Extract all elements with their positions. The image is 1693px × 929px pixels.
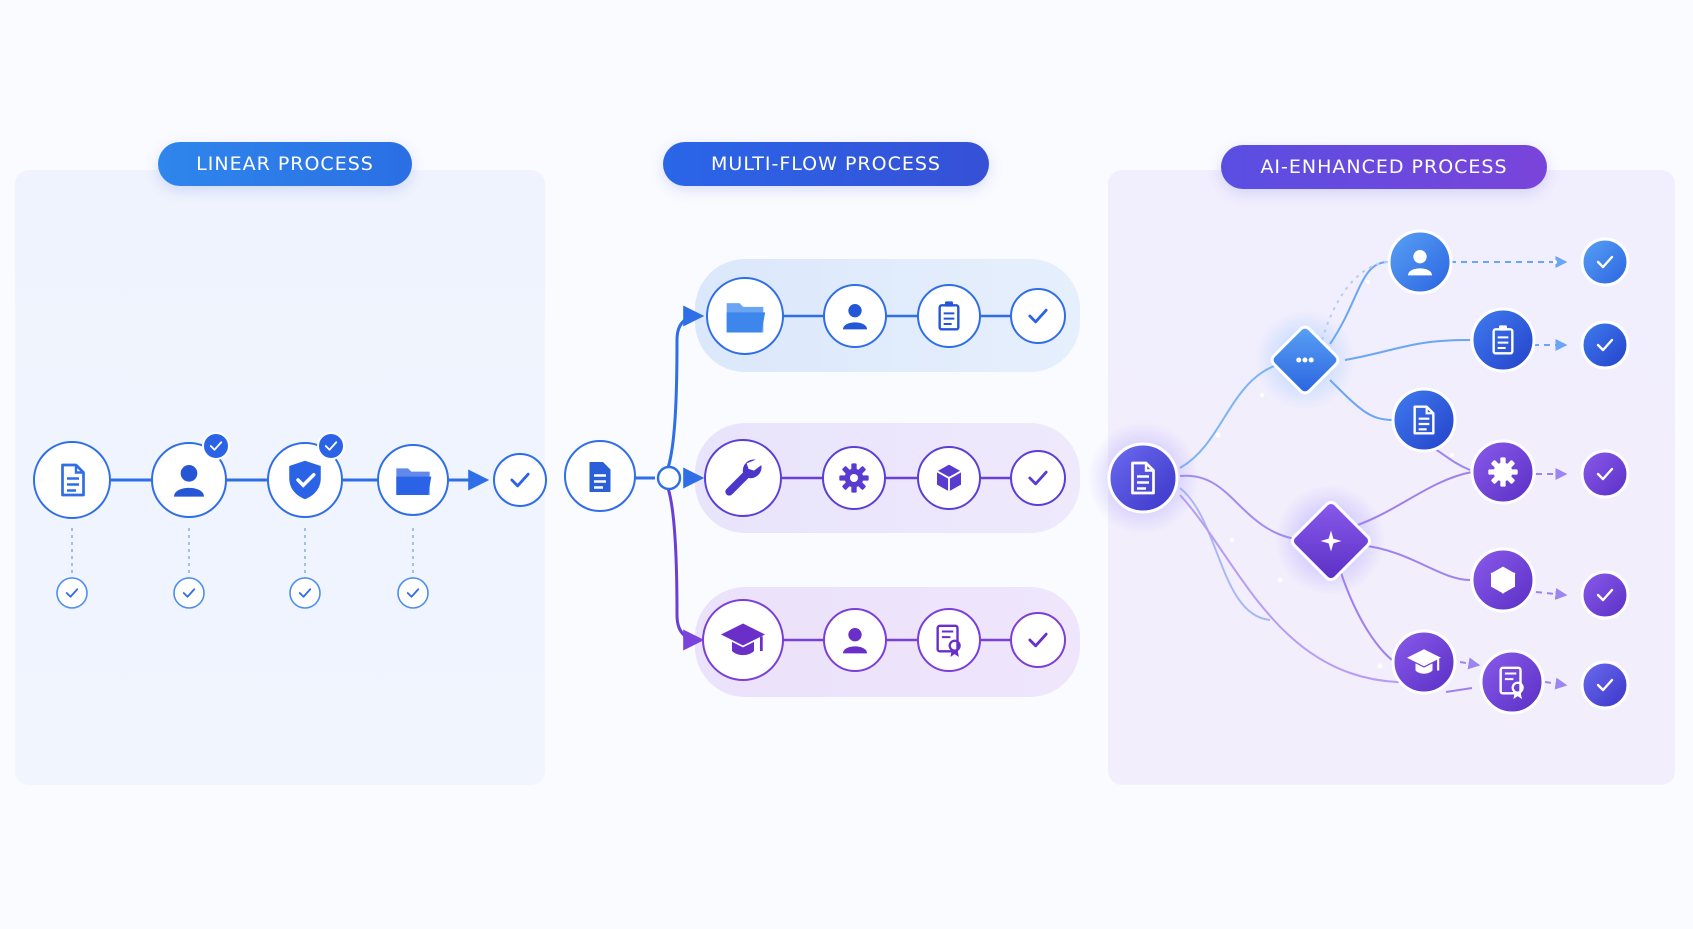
linear-step-document[interactable] (33, 441, 111, 519)
ai-output-graduation[interactable] (1391, 629, 1457, 695)
linear-step-folder[interactable] (377, 444, 449, 516)
ai-hub-decision[interactable] (1270, 325, 1341, 396)
ai-enhanced-flow (1087, 229, 1630, 715)
lane-3-certificate-step[interactable] (917, 608, 981, 672)
linear-substeps (71, 528, 414, 578)
check-badge (317, 432, 345, 460)
substep-check (289, 577, 321, 609)
ai-output-gear[interactable] (1470, 439, 1536, 505)
linear-step-user[interactable] (151, 432, 230, 518)
ai-result-3[interactable] (1580, 449, 1630, 499)
ai-result-arrows (1450, 256, 1568, 690)
ai-output-certificate[interactable] (1479, 649, 1545, 715)
ai-source[interactable] (1107, 442, 1179, 514)
multi-flow-process-title-text: MULTI-FLOW PROCESS (711, 153, 941, 175)
branch-junction (656, 465, 682, 491)
document-icon (588, 460, 612, 494)
ai-result-4[interactable] (1580, 570, 1630, 620)
linear-substep-checks (56, 577, 429, 609)
folder-icon (726, 303, 766, 333)
gear-icon (839, 463, 869, 493)
lane-1-user-step[interactable] (823, 284, 887, 348)
ai-output-cube[interactable] (1470, 547, 1536, 613)
sparkle-dots (1215, 260, 1557, 669)
lane-2-cube-step[interactable] (917, 446, 981, 510)
ai-output-clipboard[interactable] (1470, 307, 1536, 373)
ai-enhanced-process-title-text: AI-ENHANCED PROCESS (1260, 156, 1508, 178)
folder-icon (396, 468, 432, 495)
ai-output-document[interactable] (1391, 387, 1457, 453)
linear-flow (33, 432, 547, 609)
lane-3-user-step[interactable] (823, 608, 887, 672)
lane-2 (704, 439, 1066, 517)
linear-step-shield[interactable] (267, 432, 345, 518)
lane-3-graduation-step[interactable] (702, 599, 784, 681)
lane-1-clipboard-step[interactable] (917, 284, 981, 348)
linear-process-title: LINEAR PROCESS (158, 142, 412, 186)
multi-flow (564, 259, 1080, 697)
lane-1-complete-step[interactable] (1010, 288, 1066, 344)
lane-3-complete-step[interactable] (1010, 612, 1066, 668)
linear-step-complete[interactable] (493, 453, 547, 507)
lane-2-gear-step[interactable] (822, 446, 886, 510)
lane-1 (706, 277, 1066, 355)
check-badge (202, 432, 230, 460)
ai-result-1[interactable] (1580, 237, 1630, 287)
lane-2-wrench-step[interactable] (704, 439, 782, 517)
linear-process-title-text: LINEAR PROCESS (196, 153, 374, 175)
ai-result-2[interactable] (1580, 320, 1630, 370)
substep-check (173, 577, 205, 609)
lane-3-background (695, 587, 1080, 697)
gear-icon (1488, 457, 1518, 487)
ai-enhanced-process-title: AI-ENHANCED PROCESS (1221, 145, 1547, 189)
lane-2-complete-step[interactable] (1010, 450, 1066, 506)
ai-result-5[interactable] (1580, 660, 1630, 710)
dots-diamond-icon (1296, 357, 1314, 363)
multi-flow-process-title: MULTI-FLOW PROCESS (663, 142, 989, 186)
substep-check (56, 577, 88, 609)
ai-hub-sparkle[interactable] (1290, 500, 1372, 582)
ai-output-user[interactable] (1387, 229, 1453, 295)
lane-3 (702, 599, 1066, 681)
substep-check (397, 577, 429, 609)
multi-flow-source[interactable] (564, 440, 636, 512)
lane-1-folder-step[interactable] (706, 277, 784, 355)
